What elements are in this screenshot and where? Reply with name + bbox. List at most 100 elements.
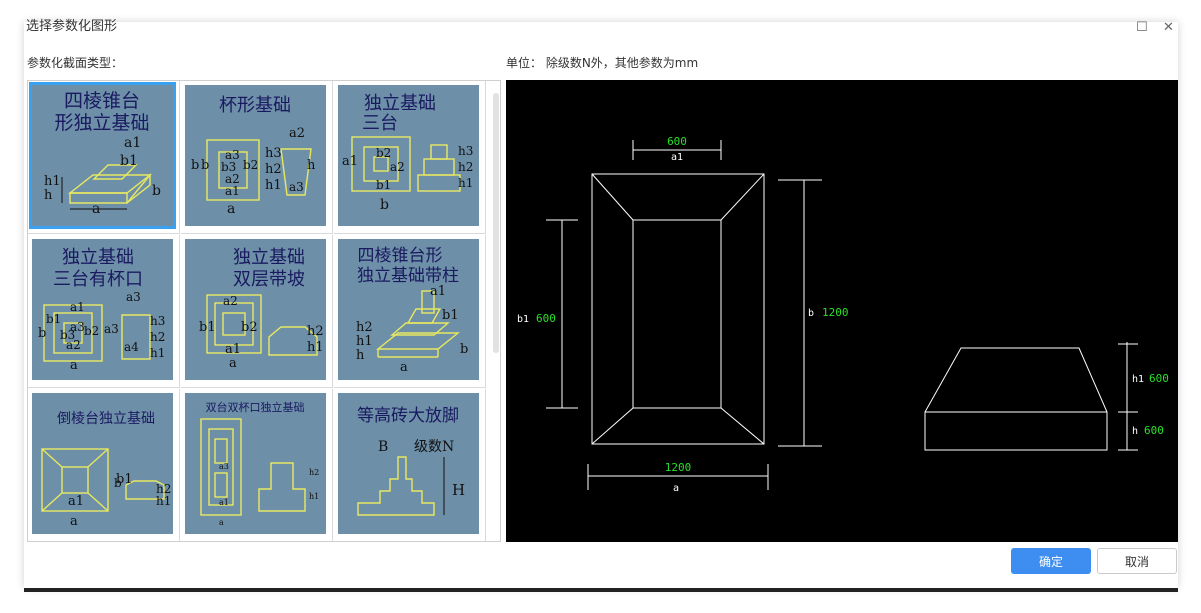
thumb3-lbl-b1: b1	[376, 178, 391, 192]
dim-b1-name: b1	[517, 314, 529, 325]
thumb5-lbl-b1: b1	[199, 320, 216, 335]
dim-h1-value: 600	[1149, 372, 1169, 385]
thumb9-title1: 等高砖大放脚	[357, 406, 459, 426]
thumb7-lbl-a1: a1	[68, 494, 84, 509]
shape-option-2[interactable]: 杯形基础 a2 b b a3 b2 b3 h3 h2 h1 h a2 a1	[181, 81, 333, 234]
thumb6-title1: 四棱锥台形	[358, 246, 443, 266]
confirm-button[interactable]: 确定	[1011, 548, 1091, 574]
thumb1-lbl-b1: b1	[120, 153, 138, 169]
shape-thumbnail-5: 独立基础 双层带坡 a2 b1 b2 a1 a h2 h1	[185, 239, 326, 380]
shape-option-7[interactable]: 倒棱台独立基础 b1 a1 a b h2 h1	[28, 389, 180, 541]
shape-thumbnail-9: 等高砖大放脚 B 级数N H	[338, 393, 479, 534]
shape-option-8[interactable]: 双台双杯口独立基础 a3 a1 h2 h1 a	[181, 389, 333, 541]
thumb4-lbl-b2: b2	[84, 324, 99, 338]
thumb1-lbl-a1: a1	[124, 135, 141, 151]
thumb6-lbl-h: h	[356, 348, 365, 363]
thumb2-lbl-a2: a2	[289, 126, 305, 141]
thumb2-title1: 杯形基础	[219, 95, 291, 116]
thumb3-lbl-a1: a1	[342, 154, 358, 169]
thumb7-title1: 倒棱台独立基础	[57, 410, 155, 427]
shape-option-5[interactable]: 独立基础 双层带坡 a2 b1 b2 a1 a h2 h1	[181, 235, 333, 388]
shape-thumbnail-8: 双台双杯口独立基础 a3 a1 h2 h1 a	[185, 393, 326, 534]
close-icon[interactable]: ✕	[1163, 20, 1174, 35]
shape-thumbnail-4: 独立基础 三台有杯口 a1 a3 b1 a3 b2 b b3 a2 a a3	[32, 239, 173, 380]
thumb2-lbl-a: a	[227, 201, 235, 217]
thumb6-lbl-a: a	[400, 360, 408, 375]
thumb5-title2: 双层带坡	[233, 269, 305, 290]
grid-scrollbar[interactable]	[493, 93, 499, 353]
thumb8-lbl-a3: a3	[219, 462, 229, 471]
thumb5-title1: 独立基础	[233, 247, 305, 268]
thumb6-lbl-b: b	[460, 342, 468, 357]
thumb3-title2: 三台	[362, 113, 398, 134]
thumb6-lbl-b1: b1	[442, 308, 459, 323]
thumb5-lbl-a2: a2	[223, 294, 238, 308]
dim-h-name: h	[1132, 426, 1138, 437]
thumb7-lbl-b: b	[114, 476, 122, 490]
thumb3-lbl-a2: a2	[390, 160, 405, 174]
thumb4-lbl-a4: a4	[124, 340, 139, 354]
dim-b-name: b	[808, 308, 814, 319]
shape-thumbnail-1: 四棱锥台 形独立基础 a1 b1 h1 h a b	[29, 82, 176, 229]
thumb2-lbl-a3b: a3	[289, 180, 304, 194]
thumb2-lbl-h: h	[307, 158, 316, 173]
cancel-button[interactable]: 取消	[1097, 548, 1177, 574]
thumb2-lbl-a1: a1	[225, 184, 240, 198]
dim-b-value: 1200	[822, 306, 849, 319]
shape-thumbnail-7: 倒棱台独立基础 b1 a1 a b h2 h1	[32, 393, 173, 534]
thumb7-lbl-a: a	[70, 514, 78, 529]
shape-option-1[interactable]: 四棱锥台 形独立基础 a1 b1 h1 h a b	[28, 81, 180, 234]
thumb4-lbl-h1: h1	[150, 346, 165, 360]
section-type-label: 参数化截面类型：	[27, 56, 124, 70]
dim-h-value: 600	[1144, 424, 1164, 437]
thumb1-title2: 形独立基础	[54, 112, 149, 134]
thumb4-lbl-a3c: a3	[104, 322, 119, 336]
thumb4-lbl-a1: a1	[70, 300, 85, 314]
thumb4-lbl-a3: a3	[70, 320, 85, 334]
thumb6-lbl-h1: h1	[356, 334, 373, 349]
dim-a1-name: a1	[671, 152, 683, 163]
thumb3-lbl-h1: h1	[458, 176, 473, 190]
thumb6-lbl-h2: h2	[356, 320, 373, 335]
thumb5-lbl-h1: h1	[307, 340, 324, 355]
maximize-icon[interactable]: ☐	[1136, 20, 1148, 35]
thumb9-lbl-H: H	[452, 481, 465, 499]
thumb4-lbl-b: b	[38, 326, 46, 341]
thumb4-lbl-h3: h3	[150, 314, 165, 328]
thumb3-lbl-b2: b2	[376, 146, 391, 160]
thumb4-lbl-a: a	[70, 358, 78, 373]
thumb1-title1: 四棱锥台	[64, 90, 140, 112]
thumb4-lbl-b1: b1	[46, 312, 61, 326]
thumb1-lbl-h: h	[44, 188, 53, 203]
thumb3-lbl-h2: h2	[458, 160, 473, 174]
thumb5-lbl-b2: b2	[241, 320, 258, 335]
shape-option-3[interactable]: 独立基础 三台 a1 b2 a2 b1 h3 h2 h1 b	[334, 81, 486, 234]
dim-a1-value: 600	[667, 135, 687, 148]
shape-option-4[interactable]: 独立基础 三台有杯口 a1 a3 b1 a3 b2 b b3 a2 a a3	[28, 235, 180, 388]
shape-option-6[interactable]: 四棱锥台形 独立基础带柱 a1 b1 h2 h1 h b a	[334, 235, 486, 388]
thumb7-lbl-b1: b1	[116, 472, 133, 487]
thumb4-lbl-b3: b3	[60, 328, 75, 342]
thumb4-lbl-a3b: a3	[126, 290, 141, 304]
shape-thumbnail-6: 四棱锥台形 独立基础带柱 a1 b1 h2 h1 h b a	[338, 239, 479, 380]
thumb2-lbl-b3: b3	[221, 160, 236, 174]
thumb5-lbl-a1: a1	[225, 342, 241, 357]
thumb4-title2: 三台有杯口	[53, 269, 143, 290]
thumb5-lbl-h2: h2	[307, 324, 324, 339]
thumb8-title1: 双台双杯口独立基础	[206, 400, 305, 414]
thumb3-lbl-b: b	[380, 197, 389, 213]
cad-preview: 600 a1 b1 600 b 1200 1200 a	[506, 80, 1178, 542]
dim-a-name: a	[673, 483, 679, 494]
thumb3-title1: 独立基础	[364, 93, 436, 114]
select-parametric-shape-dialog: 选择参数化图形 ☐ ✕ 参数化截面类型： 单位： 除级数N外，其他参数为mm 四…	[24, 20, 1178, 588]
dim-a-value: 1200	[665, 461, 692, 474]
thumb8-lbl-a: a	[219, 518, 224, 527]
unit-label: 单位： 除级数N外，其他参数为mm	[506, 56, 699, 70]
thumb2-lbl-b2: b2	[243, 158, 258, 172]
thumb5-lbl-a: a	[229, 356, 237, 371]
shape-option-9[interactable]: 等高砖大放脚 B 级数N H	[334, 389, 486, 541]
background-app-strip	[24, 588, 1178, 592]
thumb4-title1: 独立基础	[62, 247, 134, 268]
thumb1-lbl-h1: h1	[44, 174, 61, 189]
thumb2-lbl-a2b: a2	[225, 172, 240, 186]
